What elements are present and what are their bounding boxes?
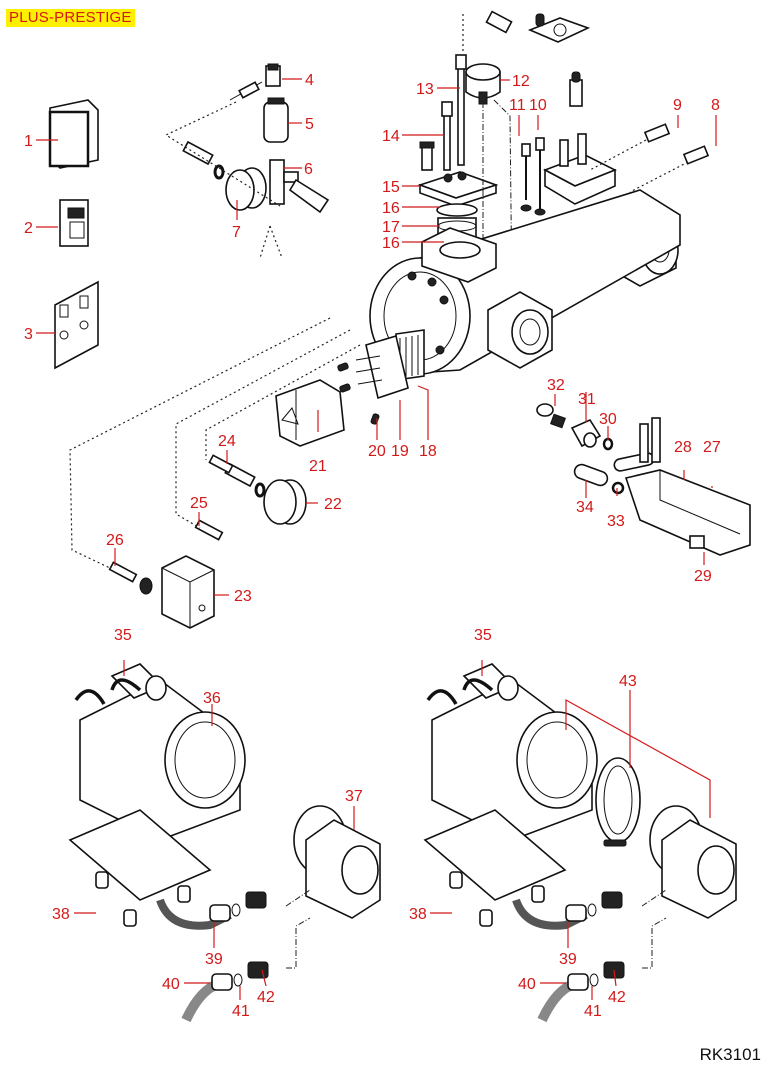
part-28-tray-outlet: [613, 417, 661, 472]
callout-36: 36: [203, 690, 221, 707]
callout-18: 18: [419, 443, 437, 460]
pump-37-left: [293, 805, 381, 919]
callout-25: 25: [190, 495, 208, 512]
callout-6: 6: [304, 161, 313, 178]
part-14-tube: [441, 101, 453, 171]
side-flange-front: [487, 291, 553, 369]
callout-40-left: 40: [162, 976, 180, 993]
part-43-clamp-ring: [595, 757, 641, 847]
callout-41-left: 41: [232, 1003, 250, 1020]
callout-22: 22: [324, 496, 342, 513]
document-id: RK3101: [699, 1045, 761, 1064]
connector-block-top: [527, 13, 591, 43]
callout-23: 23: [234, 588, 252, 605]
callout-32: 32: [547, 377, 565, 394]
part-13-tube: [455, 54, 467, 166]
part-2-relay: [59, 199, 89, 247]
part-26-fitting: [108, 561, 153, 595]
callout-1: 1: [24, 133, 33, 150]
callout-9: 9: [673, 97, 682, 114]
bolt-top: [419, 141, 435, 171]
callout-3: 3: [24, 326, 33, 343]
callout-37: 37: [345, 788, 363, 805]
callout-41-right: 41: [584, 1003, 602, 1020]
part-25-fitting: [194, 519, 224, 541]
part-34-hose-piece: [573, 463, 609, 487]
callout-13: 13: [416, 81, 434, 98]
callout-39-right: 39: [559, 951, 577, 968]
callout-29: 29: [694, 568, 712, 585]
part-4-tee-fitting: [229, 63, 281, 101]
callout-16-lower: 16: [382, 235, 400, 252]
part-23-control-box: [161, 555, 215, 629]
part-8-9-fittings: [589, 123, 710, 193]
part-32-elbow: [536, 403, 566, 429]
callout-38-left: 38: [52, 906, 70, 923]
callout-15: 15: [382, 179, 400, 196]
hose-39-42-left: [156, 889, 311, 1023]
callout-19: 19: [391, 443, 409, 460]
callout-30: 30: [599, 411, 617, 428]
callout-38-right: 38: [409, 906, 427, 923]
callout-5: 5: [305, 116, 314, 133]
callout-leaders: [36, 78, 717, 1000]
callout-39-left: 39: [205, 951, 223, 968]
fitting-right-top: [569, 71, 583, 107]
callout-16-upper: 16: [382, 200, 400, 217]
callout-27: 27: [703, 439, 721, 456]
callout-26: 26: [106, 532, 124, 549]
callout-42-left: 42: [257, 989, 275, 1006]
part-22-pressure-gauge: [224, 462, 307, 525]
part-24-fitting: [208, 454, 234, 474]
part-21-element-cover: [275, 379, 345, 447]
callout-7: 7: [232, 224, 241, 241]
callout-35-right: 35: [474, 627, 492, 644]
callout-14: 14: [382, 128, 400, 145]
callout-28: 28: [674, 439, 692, 456]
callout-2: 2: [24, 220, 33, 237]
motor-assembly-right: [423, 663, 598, 927]
callout-34: 34: [576, 499, 594, 516]
part-31-connector: [570, 418, 602, 448]
callout-8: 8: [711, 97, 720, 114]
callout-17: 17: [382, 219, 400, 236]
callout-20: 20: [368, 443, 386, 460]
pump-37-right: [649, 805, 737, 919]
callout-4: 4: [305, 72, 314, 89]
callout-11: 11: [509, 97, 526, 114]
part-19-element-flange: [355, 334, 409, 400]
callout-labels: 1 2 3 4 5 6 7 8 9 10 11 12 13 14 15 16 1…: [24, 72, 721, 1020]
callout-35-left: 35: [114, 627, 132, 644]
callout-21: 21: [309, 458, 327, 475]
part-27-drip-tray: [624, 469, 751, 556]
hose-39-42-right: [512, 889, 667, 1023]
callout-43: 43: [619, 673, 637, 690]
part-3-circuit-board: [54, 280, 99, 370]
part-6-tee-connector: [269, 159, 330, 214]
part-15-flange-plate: [417, 171, 499, 207]
callout-24: 24: [218, 433, 236, 450]
fitting-top: [462, 10, 513, 52]
model-title-badge: PLUS-PRESTIGE: [6, 9, 135, 27]
callout-40-right: 40: [518, 976, 536, 993]
callout-33: 33: [607, 513, 625, 530]
part-29-drain-plug: [689, 535, 705, 549]
callout-12: 12: [512, 73, 530, 90]
probe-housing: [543, 133, 617, 205]
motor-assembly-left: [68, 663, 246, 927]
callout-42-right: 42: [608, 989, 626, 1006]
callout-31: 31: [578, 391, 596, 408]
callout-10: 10: [529, 97, 547, 114]
part-12-temperature-probe: [465, 63, 501, 105]
part-1-control-box: [48, 99, 99, 169]
part-5-pressure-switch: [263, 97, 289, 143]
part-10-11-probes: [520, 137, 546, 216]
part-7-pressure-gauge: [182, 140, 267, 211]
